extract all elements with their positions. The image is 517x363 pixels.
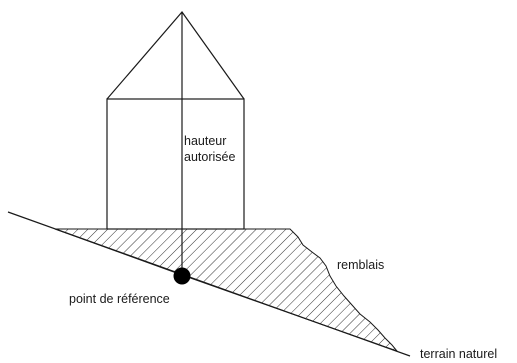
natural-ground-label: terrain naturel <box>420 347 497 361</box>
reference-point-label: point de référence <box>69 292 170 306</box>
height-label-line1: hauteur <box>184 134 226 148</box>
building-roof <box>106 11 245 100</box>
natural-ground-line <box>7 211 411 357</box>
height-label-line2: autorisée <box>184 150 235 164</box>
fill-label: remblais <box>337 258 384 272</box>
building-walls <box>106 98 245 230</box>
reference-point-marker <box>173 267 191 285</box>
